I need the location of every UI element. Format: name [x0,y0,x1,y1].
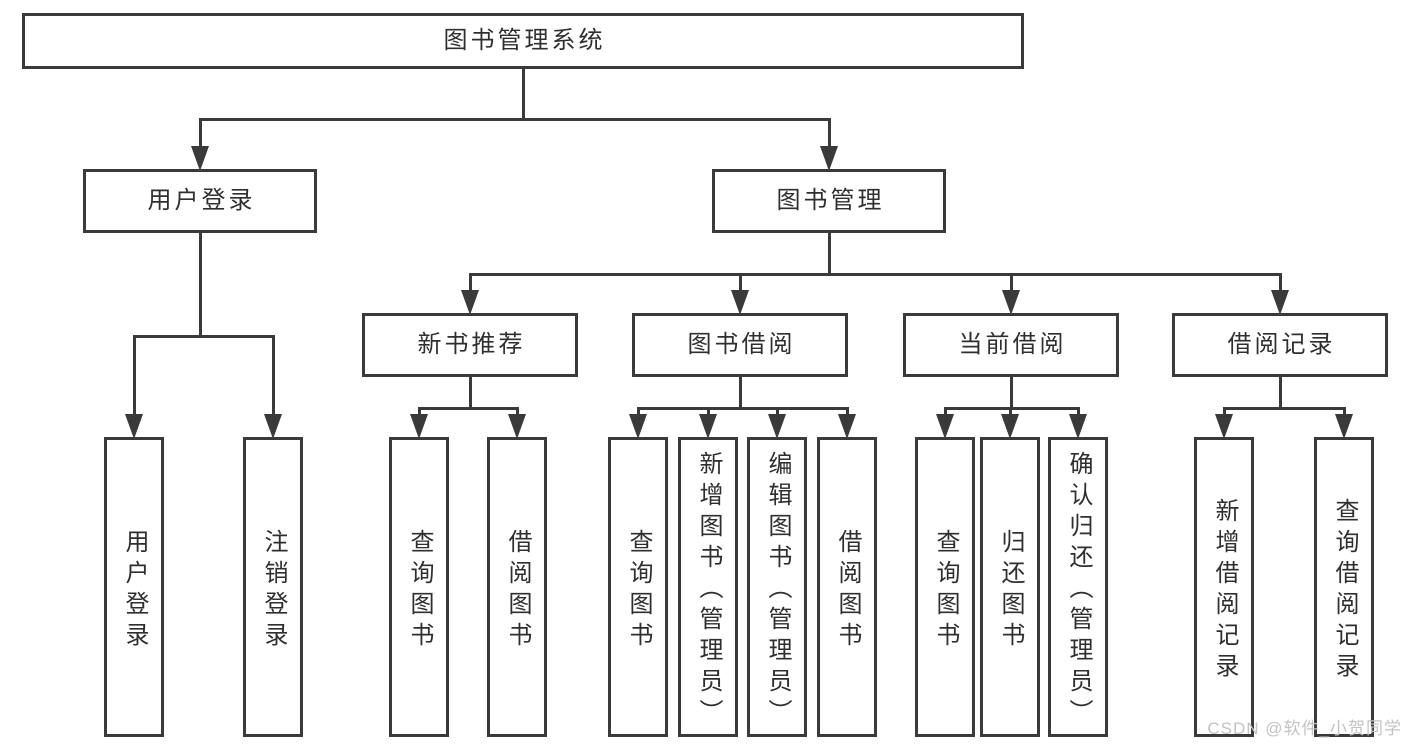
watermark: CSDN @软件_小贺同学 [1207,719,1402,738]
node-edit-book-admin: 编辑图书（管理员） [747,437,807,737]
arrowhead-down-icon [264,414,282,439]
node-logout-leaf: 注销登录 [243,437,303,737]
arrowhead-down-icon [838,414,856,439]
arrowhead-down-icon [191,146,209,171]
connector-line [775,407,779,419]
node-book-borrowing: 图书借阅 [632,313,848,377]
node-current-borrowing: 当前借阅 [903,313,1119,377]
arrowhead-down-icon [768,414,786,439]
node-add-book-admin: 新增图书（管理员） [678,437,738,737]
arrowhead-down-icon [699,414,717,439]
connector-line [468,273,1282,276]
node-query-books-current: 查询图书 [915,437,975,737]
arrowhead-down-icon [1001,414,1019,439]
node-query-books-borrowing: 查询图书 [608,437,668,737]
node-confirm-return-admin: 确认归还（管理员） [1048,437,1108,737]
arrowhead-down-icon [731,290,749,315]
connector-line [1222,407,1346,410]
arrowhead-down-icon [1271,290,1289,315]
arrowhead-down-icon [1335,414,1353,439]
connector-line [1342,407,1346,419]
arrowhead-down-icon [1069,414,1087,439]
connector-line [738,273,742,295]
connector-line [1008,407,1012,419]
connector-line [738,375,742,410]
arrowhead-down-icon [1215,414,1233,439]
connector-line [132,335,275,338]
connector-line [515,407,519,419]
connector-line [943,407,947,419]
connector-line [1009,375,1013,410]
connector-line [706,407,710,419]
connector-line [132,335,136,419]
connector-line [636,407,640,419]
node-user-login-branch: 用户登录 [83,169,317,233]
connector-line [1278,375,1282,410]
node-borrowing-records: 借阅记录 [1172,313,1388,377]
connector-line [1222,407,1226,419]
arrowhead-down-icon [629,414,647,439]
connector-line [198,231,202,338]
node-query-borrow-record: 查询借阅记录 [1314,437,1374,737]
node-book-management: 图书管理 [712,169,946,233]
node-add-borrow-record: 新增借阅记录 [1194,437,1254,737]
arrowhead-down-icon [410,414,428,439]
node-return-book: 归还图书 [980,437,1040,737]
arrowhead-down-icon [820,146,838,171]
connector-line [198,118,831,121]
connector-line [827,231,831,276]
arrowhead-down-icon [125,414,143,439]
connector-line [827,118,831,151]
node-borrow-books-recommend: 借阅图书 [487,437,547,737]
node-system-root: 图书管理系统 [22,13,1024,69]
connector-line [845,407,849,419]
connector-line [1278,273,1282,295]
connector-line [417,407,421,419]
arrowhead-down-icon [1002,290,1020,315]
node-user-login-leaf: 用户登录 [104,437,164,737]
connector-line [417,407,519,410]
node-new-book-recommend: 新书推荐 [362,313,578,377]
connector-line [1076,407,1080,419]
node-borrow-books-borrowing: 借阅图书 [817,437,877,737]
connector-line [943,407,1080,410]
connector-line [521,67,525,121]
connector-line [1009,273,1013,295]
arrowhead-down-icon [936,414,954,439]
connector-line [468,273,472,295]
connector-line [198,118,202,151]
arrowhead-down-icon [461,290,479,315]
connector-line [468,375,472,410]
arrowhead-down-icon [508,414,526,439]
connector-line [271,335,275,419]
node-query-books-recommend: 查询图书 [389,437,449,737]
connector-line [636,407,849,410]
